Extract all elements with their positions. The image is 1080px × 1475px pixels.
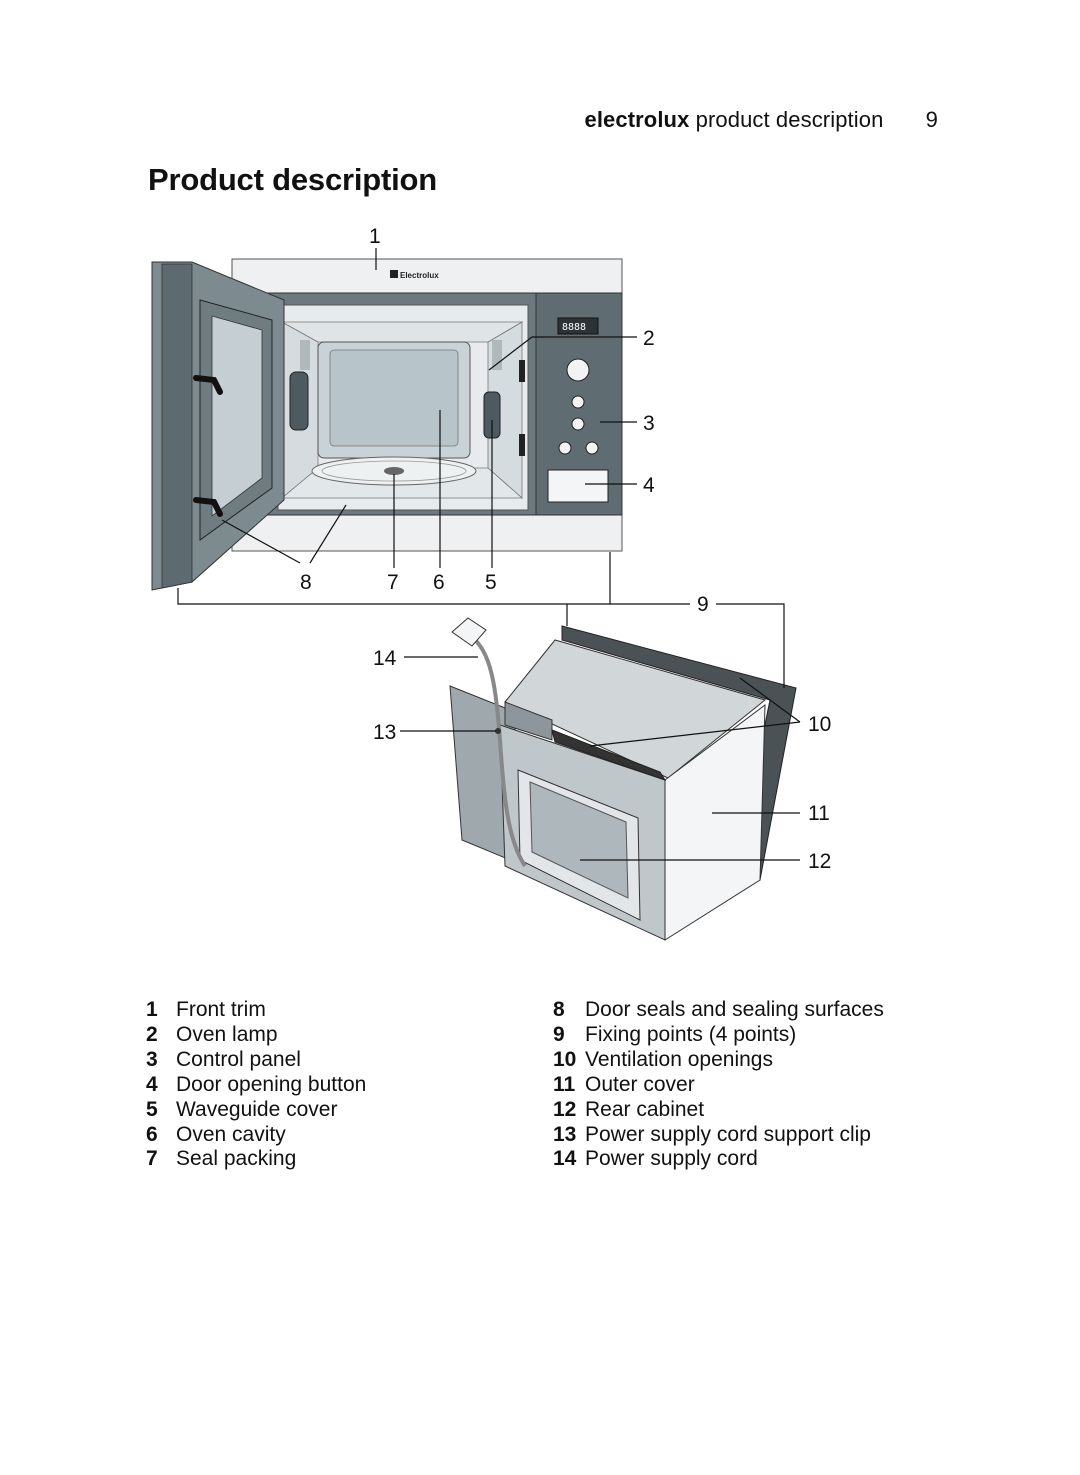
header-section: product description	[695, 107, 884, 132]
callout-12: 12	[808, 850, 831, 873]
callout-1: 1	[369, 225, 381, 248]
callout-13: 13	[373, 721, 396, 744]
callout-8: 8	[300, 571, 312, 594]
page-title: Product description	[148, 162, 438, 197]
electrolux-logo: Electrolux	[400, 271, 439, 280]
display-readout: 8888	[562, 322, 586, 333]
callout-numbers: 1 2 3 4 5 6 7 8 9 10 11 12 13 14	[300, 225, 831, 873]
page-number: 9	[925, 107, 938, 132]
leader-lines	[177, 248, 801, 861]
header-brand: electrolux	[584, 107, 690, 132]
callout-9: 9	[697, 593, 709, 616]
callout-14: 14	[373, 647, 397, 670]
callout-5: 5	[485, 571, 497, 594]
callout-10: 10	[808, 713, 831, 736]
callout-2: 2	[643, 327, 655, 350]
callout-4: 4	[643, 474, 655, 497]
page-header: electrolux product description 9	[584, 107, 938, 133]
microwave-front-view: 8888 Electrolux	[151, 258, 623, 591]
callout-6: 6	[433, 571, 445, 594]
callout-3: 3	[643, 412, 655, 435]
cabinet-rear-view	[449, 617, 797, 941]
product-diagram: 8888 Electrolux	[151, 225, 831, 941]
callout-7: 7	[387, 571, 399, 594]
callout-11: 11	[808, 802, 830, 825]
